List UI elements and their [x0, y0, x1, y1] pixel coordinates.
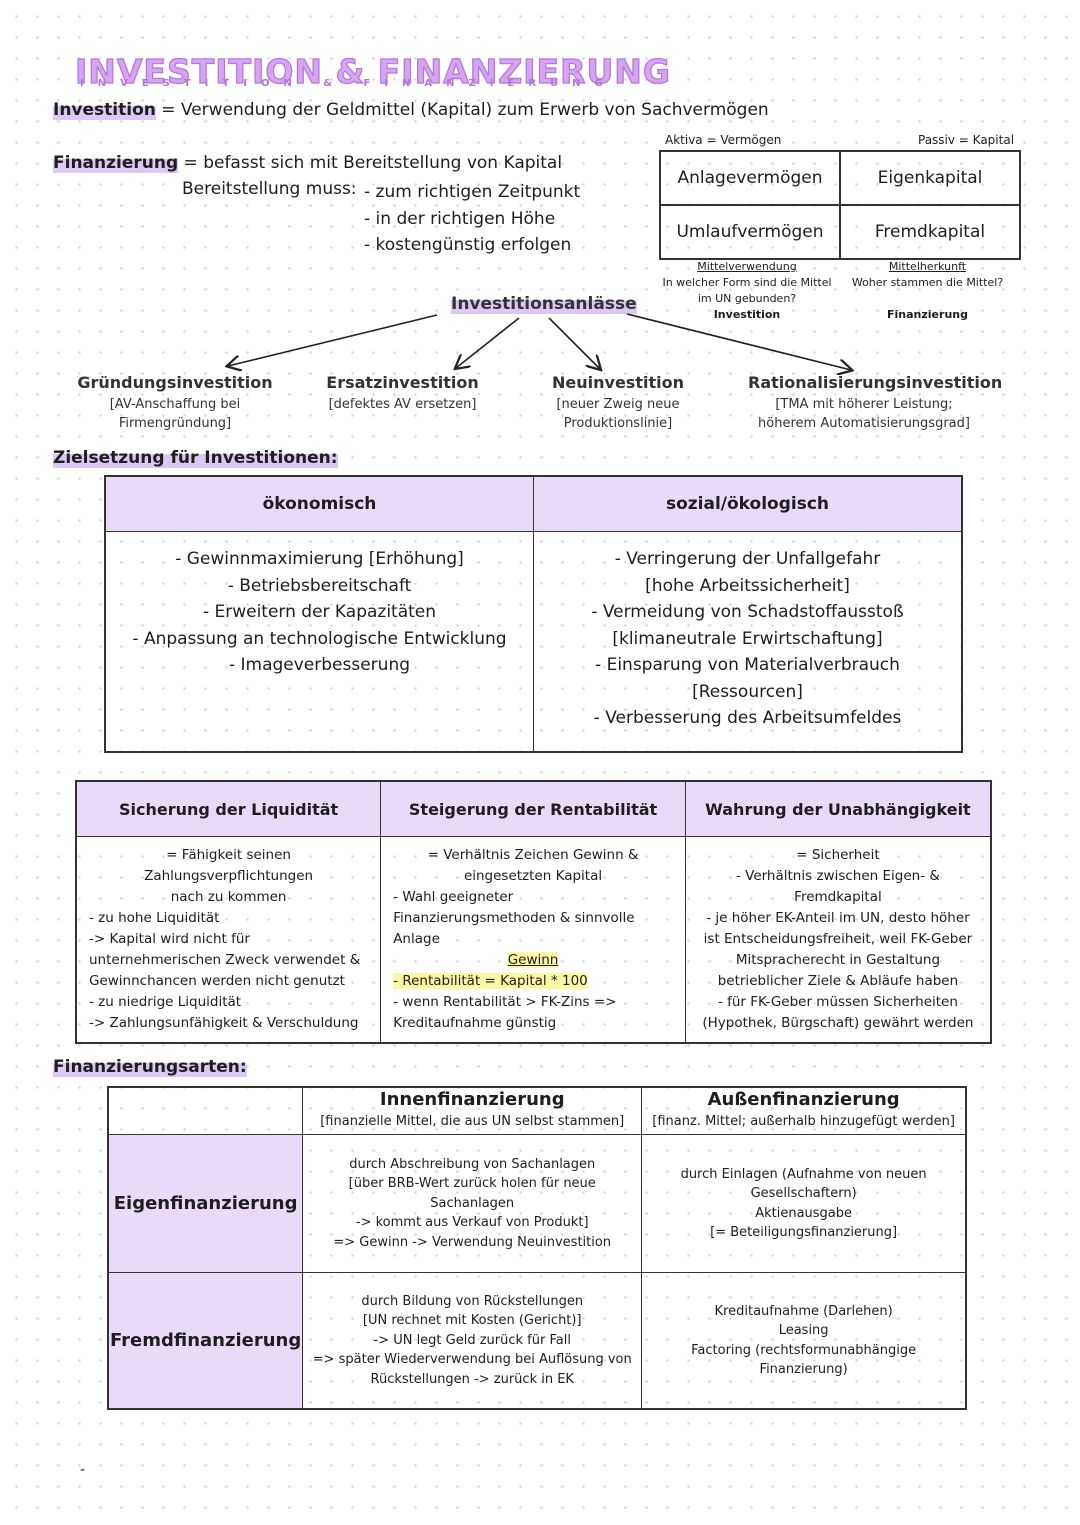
stray-mark: -: [80, 1462, 86, 1478]
balance-cell: Anlagevermögen: [659, 150, 841, 206]
anlass-desc: [TMA mit höherer Leistung;höherem Automa…: [758, 397, 970, 431]
page-subtitle: INVESTITION & FINANZIERUNG: [80, 78, 617, 89]
balance-cell: Umlaufvermögen: [659, 204, 841, 260]
requirement-item: - kostengünstig erfolgen: [364, 235, 572, 255]
list-item: - Verbesserung des Arbeitsumfeldes: [593, 708, 902, 728]
ziele-col-head: Wahrung der Unabhängigkeit: [684, 780, 992, 837]
list-item: [klimaneutrale Erwirtschaftung]: [612, 628, 883, 649]
fremd-aussen: Kreditaufnahme (Darlehen) Leasing Factor…: [641, 1272, 967, 1410]
page-title: INVESTITION & FINANZIERUNG: [74, 51, 672, 91]
anlass-rationalisierung: Rationalisierungsinvestition [TMA mit hö…: [748, 373, 1003, 433]
rentabilitaet-formula: - Rentabilität = Kapital * 100: [393, 973, 588, 989]
finanzierung-definition: Finanzierung = befasst sich mit Bereitst…: [53, 153, 562, 173]
balance-table: Anlagevermögen Eigenkapital Umlaufvermög…: [659, 150, 1021, 260]
innen-head: Innenfinanzierung[finanzielle Mittel, di…: [302, 1086, 643, 1135]
list-item: - Erweitern der Kapazitäten: [202, 602, 437, 622]
list-item: - Betriebsbereitschaft: [227, 575, 412, 596]
aussen-head: Außenfinanzierung[finanz. Mittel; außerh…: [641, 1086, 967, 1135]
ziele-table: Sicherung der Liquidität Steigerung der …: [75, 780, 992, 1044]
aktiva-label: Aktiva = Vermögen: [665, 133, 782, 147]
empty-corner: [107, 1086, 304, 1135]
list-item: [hohe Arbeitssicherheit]: [645, 575, 850, 596]
finanzierungsarten-table: Innenfinanzierung[finanzielle Mittel, di…: [107, 1086, 967, 1410]
requirement-label: Bereitstellung muss:: [182, 179, 357, 199]
zielsetzung-table: ökonomisch sozial/ökologisch - Gewinnmax…: [104, 475, 963, 753]
balance-cell: Fremdkapital: [839, 204, 1021, 260]
eigen-aussen: durch Einlagen (Aufnahme von neuen Gesel…: [641, 1134, 967, 1273]
note-text: im UN gebunden?: [697, 292, 797, 305]
anlass-name: Neuinvestition: [552, 373, 684, 392]
eigen-innen: durch Abschreibung von Sachanlagen [über…: [302, 1134, 643, 1273]
fremd-label: Fremdfinanzierung: [107, 1272, 304, 1410]
zielsetzung-col-head: ökonomisch: [104, 475, 534, 532]
list-item: - Verringerung der Unfallgefahr: [614, 549, 881, 569]
arrow-line: [228, 314, 438, 366]
requirement-list: - zum richtigen Zeitpunkt - in der richt…: [364, 179, 580, 259]
anlass-name: Ersatzinvestition: [326, 373, 479, 392]
requirement-item: - zum richtigen Zeitpunkt: [364, 182, 581, 202]
mittelherkunft-note: Mittelherkunft Woher stammen die Mittel?…: [845, 259, 1010, 323]
note-tag: Investition: [713, 308, 781, 321]
anlass-name: Gründungsinvestition: [77, 373, 273, 392]
note-text: In welcher Form sind die Mittel: [662, 276, 832, 289]
anlass-gruendung: Gründungsinvestition [AV-Anschaffung bei…: [75, 373, 275, 433]
note-head: Mittelverwendung: [697, 260, 797, 273]
finanzierung-text: = befasst sich mit Bereitstellung von Ka…: [183, 153, 563, 173]
anlaesse-arrows: [0, 313, 1080, 400]
investition-definition: Investition = Verwendung der Geldmittel …: [53, 100, 769, 120]
anlass-desc: [defektes AV ersetzen]: [328, 397, 477, 412]
oekonomisch-list: - Gewinnmaximierung [Erhöhung] - Betrieb…: [104, 531, 534, 753]
eigen-label: Eigenfinanzierung: [107, 1134, 304, 1273]
finanzierungsarten-heading: Finanzierungsarten:: [53, 1057, 247, 1077]
sozial-list: - Verringerung der Unfallgefahr [hohe Ar…: [533, 531, 963, 753]
arrow-line: [456, 317, 520, 368]
list-item: - Vermeidung von Schadstoffausstoß: [591, 602, 904, 622]
list-item: [Ressourcen]: [692, 681, 803, 702]
fraction-numerator: Gewinn: [507, 952, 559, 968]
anlass-ersatz: Ersatzinvestition [defektes AV ersetzen]: [315, 373, 490, 414]
passiva-label: Passiv = Kapital: [918, 133, 1015, 147]
liquiditaet-text: = Fähigkeit seinen Zahlungsverpflichtung…: [75, 836, 382, 1044]
ziele-col-head: Sicherung der Liquidität: [75, 780, 382, 837]
unabhaengigkeit-text: = Sicherheit - Verhältnis zwischen Eigen…: [684, 836, 992, 1044]
list-item: - Gewinnmaximierung [Erhöhung]: [175, 549, 464, 569]
arrow-line: [548, 317, 600, 369]
note-head: Mittelherkunft: [888, 260, 967, 273]
investition-text: = Verwendung der Geldmittel (Kapital) zu…: [161, 100, 769, 120]
list-item: - Anpassung an technologische Entwicklun…: [132, 628, 507, 649]
requirement-item: - in der richtigen Höhe: [364, 208, 556, 229]
investition-term: Investition: [53, 100, 156, 120]
rentabilitaet-text: = Verhältnis Zeichen Gewinn & eingesetzt…: [380, 836, 686, 1044]
note-tag: Finanzierung: [887, 308, 968, 321]
anlaesse-heading: Investitionsanlässe: [451, 294, 637, 314]
balance-cell: Eigenkapital: [839, 150, 1021, 206]
zielsetzung-heading: Zielsetzung für Investitionen:: [53, 448, 338, 468]
arrow-line: [626, 313, 851, 370]
zielsetzung-col-head: sozial/ökologisch: [533, 475, 963, 532]
fremd-innen: durch Bildung von Rückstellungen [UN rec…: [302, 1272, 643, 1410]
mittelverwendung-note: Mittelverwendung In welcher Form sind di…: [662, 259, 832, 323]
list-item: - Imageverbesserung: [228, 655, 411, 675]
list-item: - Einsparung von Materialverbrauch: [595, 655, 900, 675]
ziele-col-head: Steigerung der Rentabilität: [380, 780, 686, 837]
anlass-name: Rationalisierungsinvestition: [748, 373, 1003, 392]
finanzierung-term: Finanzierung: [53, 153, 179, 173]
note-text: Woher stammen die Mittel?: [851, 276, 1004, 289]
